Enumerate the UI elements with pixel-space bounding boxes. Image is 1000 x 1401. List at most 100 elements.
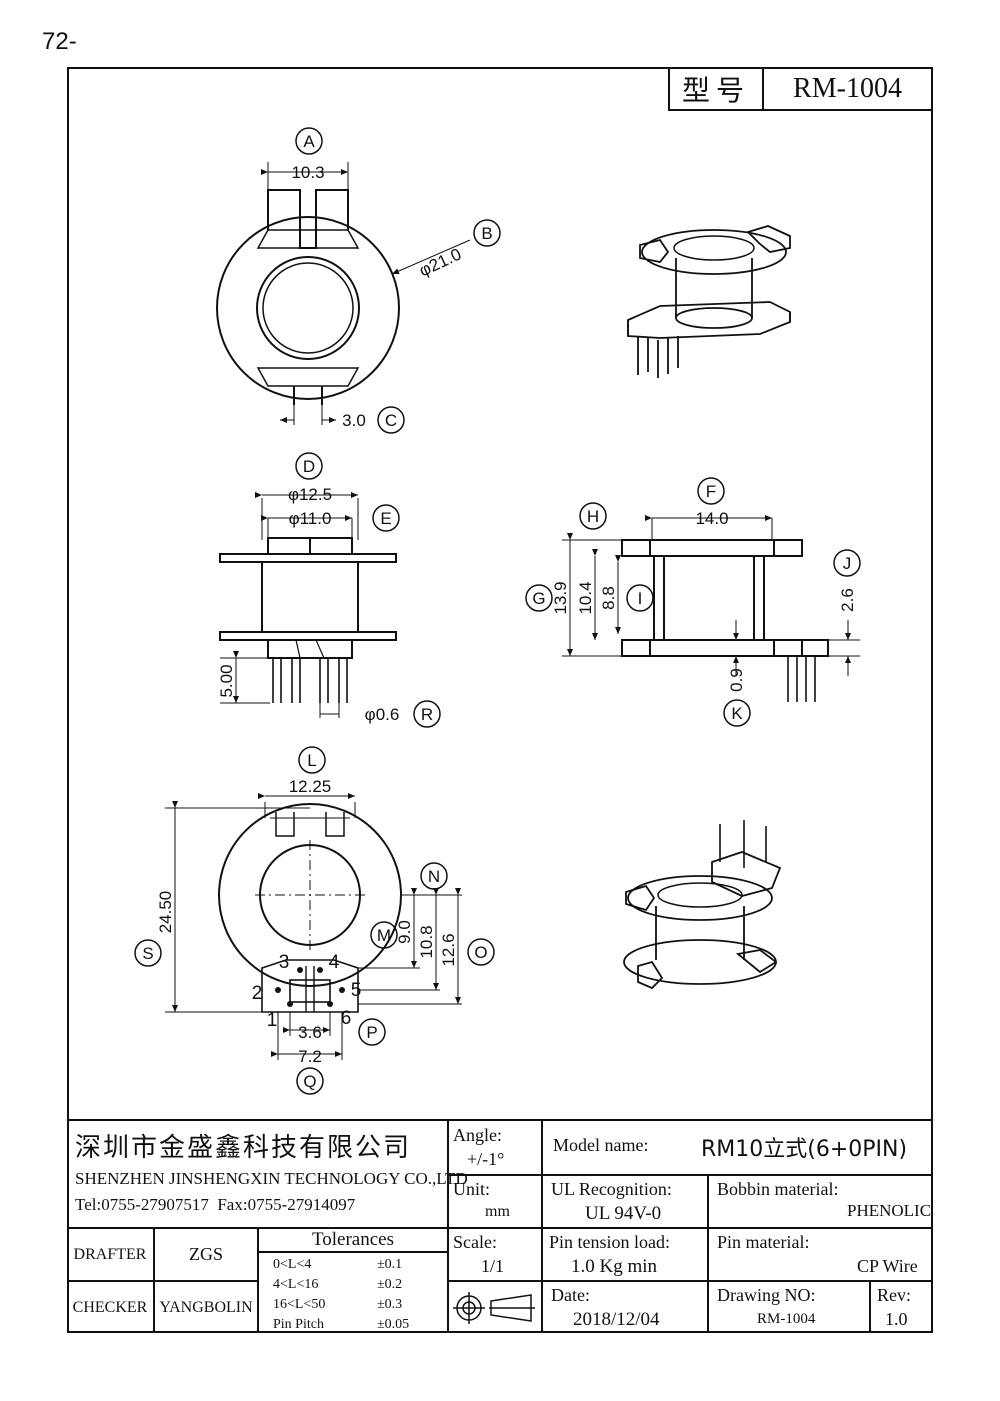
dim-J: 2.6 bbox=[838, 588, 857, 612]
tolerance-value: ±0.2 bbox=[377, 1277, 403, 1292]
tolerance-table: 0<L<4 ±0.1 4<L<16 ±0.2 16<L<50 ±0.3 Pin Pit… bbox=[273, 1255, 443, 1335]
pin-number-1: 1 bbox=[267, 1010, 278, 1031]
scale-value: 1/1 bbox=[481, 1256, 505, 1276]
label-I: I bbox=[638, 589, 643, 608]
tolerance-range: Pin Pitch bbox=[273, 1317, 324, 1332]
pin-tension-value: 1.0 Kg min bbox=[571, 1256, 658, 1277]
label-G: G bbox=[532, 589, 545, 608]
pin-number-5: 5 bbox=[351, 980, 362, 1001]
label-B: B bbox=[481, 224, 492, 243]
pin-material-label: Pin material: bbox=[717, 1232, 810, 1252]
rev-label: Rev: bbox=[877, 1285, 911, 1305]
model-box: 型号 RM-1004 bbox=[668, 67, 933, 111]
label-K: K bbox=[731, 704, 743, 723]
dim-A: 10.3 bbox=[291, 163, 324, 182]
drawing-number-label: Drawing NO: bbox=[717, 1285, 816, 1305]
pin-number-2: 2 bbox=[252, 983, 263, 1004]
dim-Q: 7.2 bbox=[298, 1047, 322, 1066]
bobbin-material-value: PHENOLIC bbox=[847, 1201, 932, 1220]
label-N: N bbox=[428, 867, 440, 886]
label-H: H bbox=[587, 507, 599, 526]
tolerances-title: Tolerances bbox=[311, 1229, 394, 1250]
tolerance-range: 0<L<4 bbox=[273, 1257, 312, 1272]
dim-12-6: 12.6 bbox=[439, 933, 458, 966]
company-name-en: SHENZHEN JINSHENGXIN TECHNOLOGY CO.,LTD bbox=[75, 1169, 468, 1188]
label-A: A bbox=[303, 132, 315, 151]
model-name-label: Model name: bbox=[553, 1135, 649, 1155]
model-label: 型号 bbox=[670, 69, 764, 109]
pin-tension-label: Pin tension load: bbox=[549, 1232, 670, 1252]
front-view bbox=[219, 452, 441, 728]
projection-symbol bbox=[451, 1289, 537, 1327]
dim-10-4: 10.4 bbox=[576, 581, 595, 614]
unit-value: mm bbox=[485, 1203, 510, 1220]
pin-number-4: 4 bbox=[329, 952, 340, 973]
dim-F: 14.0 bbox=[695, 509, 728, 528]
title-block-border bbox=[67, 1119, 933, 1333]
label-O: O bbox=[474, 943, 487, 962]
tolerance-range: 4<L<16 bbox=[273, 1277, 319, 1292]
label-P: P bbox=[366, 1023, 377, 1042]
company-name-cn: 深圳市金盛鑫科技有限公司 bbox=[75, 1133, 412, 1163]
isometric-view-upper bbox=[627, 225, 791, 378]
page-number: 72- bbox=[42, 28, 77, 55]
dim-B: φ21.0 bbox=[416, 245, 464, 281]
dim-10-8: 10.8 bbox=[417, 925, 436, 958]
label-L: L bbox=[307, 751, 316, 770]
label-C: C bbox=[385, 411, 397, 430]
tolerance-row: 0<L<4 ±0.1 bbox=[273, 1255, 443, 1275]
dim-P: 3.6 bbox=[298, 1023, 322, 1042]
dim-G: 13.9 bbox=[551, 581, 570, 614]
tolerance-row: Pin Pitch ±0.05 bbox=[273, 1315, 443, 1335]
tolerance-value: ±0.1 bbox=[377, 1257, 403, 1272]
pin-material-value: CP Wire bbox=[857, 1256, 918, 1276]
dim-R: φ0.6 bbox=[365, 705, 400, 724]
tolerance-value: ±0.3 bbox=[377, 1297, 403, 1312]
checker-value: YANGBOLIN bbox=[159, 1298, 253, 1316]
dim-C: 3.0 bbox=[342, 411, 366, 430]
date-value: 2018/12/04 bbox=[573, 1309, 660, 1330]
bottom-view bbox=[134, 746, 495, 1095]
dim-L: 12.25 bbox=[289, 777, 332, 796]
unit-label: Unit: bbox=[453, 1179, 491, 1199]
tolerance-value: ±0.05 bbox=[377, 1317, 410, 1332]
model-name-value: RM10立式(6+0PIN) bbox=[701, 1137, 908, 1162]
angle-label: Angle: bbox=[453, 1125, 502, 1145]
title-block: 深圳市金盛鑫科技有限公司 SHENZHEN JINSHENGXIN TECHNO… bbox=[67, 1119, 933, 1333]
model-value: RM-1004 bbox=[793, 73, 902, 104]
top-view bbox=[216, 127, 501, 434]
tolerance-row: 16<L<50 ±0.3 bbox=[273, 1295, 443, 1315]
tolerance-range: 16<L<50 bbox=[273, 1297, 326, 1312]
drafter-value: ZGS bbox=[188, 1244, 223, 1264]
scale-label: Scale: bbox=[453, 1232, 497, 1252]
label-J: J bbox=[843, 554, 852, 573]
label-M: M bbox=[377, 926, 391, 945]
dim-E: φ11.0 bbox=[289, 509, 332, 528]
dim-D: φ12.5 bbox=[288, 485, 332, 504]
checker-label: CHECKER bbox=[72, 1298, 148, 1316]
label-F: F bbox=[706, 482, 716, 501]
label-D: D bbox=[303, 457, 315, 476]
label-R: R bbox=[421, 705, 433, 724]
ul-value: UL 94V-0 bbox=[585, 1203, 662, 1224]
dim-pin-length: 5.00 bbox=[217, 664, 236, 697]
side-view bbox=[525, 477, 861, 727]
company-contact: Tel:0755-27907517 Fax:0755-27914097 bbox=[75, 1195, 356, 1214]
isometric-view-lower bbox=[623, 820, 782, 990]
pin-number-3: 3 bbox=[279, 952, 290, 973]
date-label: Date: bbox=[551, 1285, 590, 1305]
label-Q: Q bbox=[303, 1072, 316, 1091]
angle-value: +/-1° bbox=[467, 1149, 505, 1169]
dim-K: 0.9 bbox=[727, 668, 746, 692]
projection-icon bbox=[453, 1292, 535, 1324]
dim-8-8: 8.8 bbox=[599, 586, 618, 610]
dim-9-0: 9.0 bbox=[395, 920, 414, 944]
bobbin-material-label: Bobbin material: bbox=[717, 1179, 839, 1199]
tolerance-row: 4<L<16 ±0.2 bbox=[273, 1275, 443, 1295]
dim-S: 24.50 bbox=[156, 891, 175, 934]
pin-number-6: 6 bbox=[341, 1008, 352, 1029]
label-E: E bbox=[380, 509, 391, 528]
rev-value: 1.0 bbox=[885, 1309, 908, 1329]
label-S: S bbox=[142, 944, 153, 963]
